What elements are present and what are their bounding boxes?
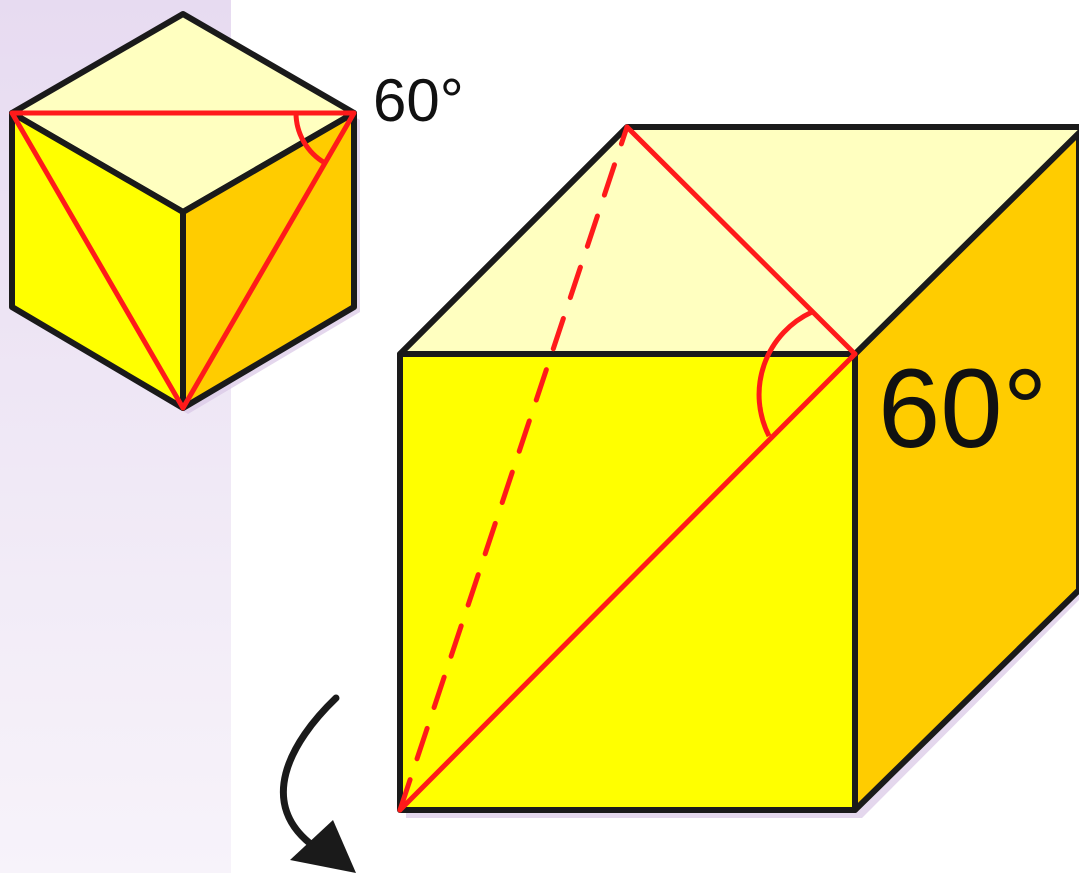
large-cube: 60° [397, 124, 1079, 818]
small-cube-angle-label: 60° [373, 67, 464, 134]
large-cube-top-diagonal [624, 124, 858, 357]
rotate-arrow-icon [279, 694, 356, 873]
large-cube-angle-label: 60° [878, 346, 1047, 471]
small-cube-diagonal-triangle [9, 110, 357, 411]
small-cube-angle-arc [293, 112, 327, 166]
large-cube-front-diagonal [397, 351, 858, 813]
large-cube-hidden-diagonal [397, 124, 630, 813]
small-cube: 60° [9, 11, 464, 414]
large-cube-angle-arc [756, 309, 814, 438]
